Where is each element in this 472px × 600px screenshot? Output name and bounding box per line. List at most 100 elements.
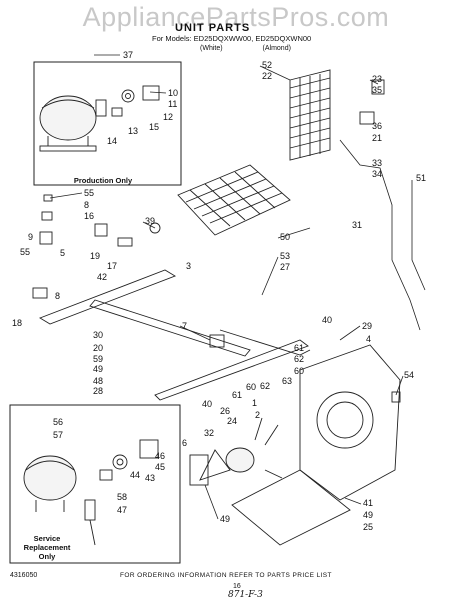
- callout: 1: [252, 398, 257, 408]
- service-caption-line1: Service Replacement: [23, 534, 71, 552]
- callout: 36: [372, 121, 382, 131]
- callout: 2: [255, 410, 260, 420]
- base-frame: [38, 269, 311, 401]
- callout: 23: [372, 74, 382, 84]
- tube-assembly-2: [411, 180, 426, 291]
- document-number: 4316050: [10, 572, 38, 579]
- callout: 60: [294, 366, 304, 376]
- callout: 25: [363, 522, 373, 532]
- watermark: AppliancePartsPros.com: [82, 2, 390, 32]
- callout: 13: [128, 126, 138, 136]
- callout: 17: [107, 261, 117, 271]
- callout: 6: [182, 438, 187, 448]
- callout-labels: 37 10 11 12 15 13 14 52 22 23 35 36 21 3…: [12, 50, 426, 532]
- production-relay-parts: [111, 85, 160, 117]
- callout: 9: [28, 232, 33, 242]
- callout: 50: [280, 232, 290, 242]
- callout: 44: [130, 470, 140, 480]
- callout: 5: [60, 248, 65, 258]
- callout: 42: [97, 272, 107, 282]
- callout: 31: [352, 220, 362, 230]
- production-compressor: [39, 95, 107, 152]
- callout: 49: [220, 514, 230, 524]
- callout: 46: [155, 451, 165, 461]
- callout: 4: [366, 334, 371, 344]
- callout: 47: [117, 505, 127, 515]
- callout: 49: [93, 364, 103, 374]
- callout: 3: [186, 261, 191, 271]
- callout: 57: [53, 430, 63, 440]
- page-title: UNIT PARTS: [175, 22, 251, 34]
- tube-assembly: [339, 139, 421, 331]
- callout: 18: [12, 318, 22, 328]
- callout: 41: [363, 498, 373, 508]
- page-number: 16: [233, 583, 241, 590]
- callout: 54: [404, 370, 414, 380]
- callout: 27: [280, 262, 290, 272]
- ordering-note: FOR ORDERING INFORMATION REFER TO PARTS …: [120, 572, 332, 579]
- service-inset-box: [9, 404, 181, 564]
- callout: 62: [294, 354, 304, 364]
- callout: 37: [123, 50, 133, 60]
- callout: 26: [220, 406, 230, 416]
- production-inset-box: [33, 61, 182, 186]
- callout: 49: [363, 510, 373, 520]
- handwritten-note: 871-F-3: [228, 590, 263, 600]
- drain-tray: [231, 469, 351, 546]
- evaporator-coil: [177, 164, 291, 236]
- callout: 30: [93, 330, 103, 340]
- callout: 7: [182, 321, 187, 331]
- callout: 39: [145, 216, 155, 226]
- fan-shroud: [299, 344, 401, 501]
- callout: 22: [262, 71, 272, 81]
- callout: 43: [145, 473, 155, 483]
- callout: 20: [93, 343, 103, 353]
- callout: 33: [372, 158, 382, 168]
- callout: 61: [294, 343, 304, 353]
- callout: 24: [227, 416, 237, 426]
- callout: 52: [262, 60, 272, 70]
- callout: 21: [372, 133, 382, 143]
- callout: 59: [93, 354, 103, 364]
- callout: 10: [168, 88, 178, 98]
- callout: 53: [280, 251, 290, 261]
- callout: 11: [168, 99, 177, 109]
- callout: 35: [372, 85, 382, 95]
- callout: 55: [84, 188, 94, 198]
- callout: 15: [149, 122, 159, 132]
- callout: 8: [55, 291, 60, 301]
- callout: 28: [93, 386, 103, 396]
- small-hardware: [32, 79, 401, 403]
- models-line: For Models: ED25DQXWW00, ED25DQXWN00: [152, 34, 312, 43]
- callout: 48: [93, 376, 103, 386]
- fan-motor: [189, 417, 283, 486]
- variant-white: (White): [200, 45, 223, 52]
- callout: 8: [84, 200, 89, 210]
- variant-almond: (Almond): [262, 45, 291, 52]
- callout: 16: [84, 211, 94, 221]
- color-variants: (White) (Almond): [200, 45, 329, 52]
- callout: 14: [107, 136, 117, 146]
- service-caption-line2: Only: [38, 552, 56, 561]
- callout: 63: [282, 376, 292, 386]
- callout: 55: [20, 247, 30, 257]
- callout: 56: [53, 417, 63, 427]
- callout: 40: [322, 315, 332, 325]
- callout: 62: [260, 381, 270, 391]
- callout: 51: [416, 173, 426, 183]
- callout: 29: [362, 321, 372, 331]
- service-compressor: [23, 455, 96, 546]
- callout: 45: [155, 462, 165, 472]
- callout: 34: [372, 169, 382, 179]
- callout: 60: [246, 382, 256, 392]
- leader-lines: [49, 54, 404, 520]
- production-inset-caption: Production Only: [73, 176, 133, 185]
- service-inset-caption: Service Replacement Only: [12, 534, 82, 561]
- callout: 58: [117, 492, 127, 502]
- service-relay-parts: [99, 439, 159, 481]
- callout: 19: [90, 251, 100, 261]
- callout: 32: [204, 428, 214, 438]
- condenser-coil: [289, 69, 331, 161]
- callout: 61: [232, 390, 242, 400]
